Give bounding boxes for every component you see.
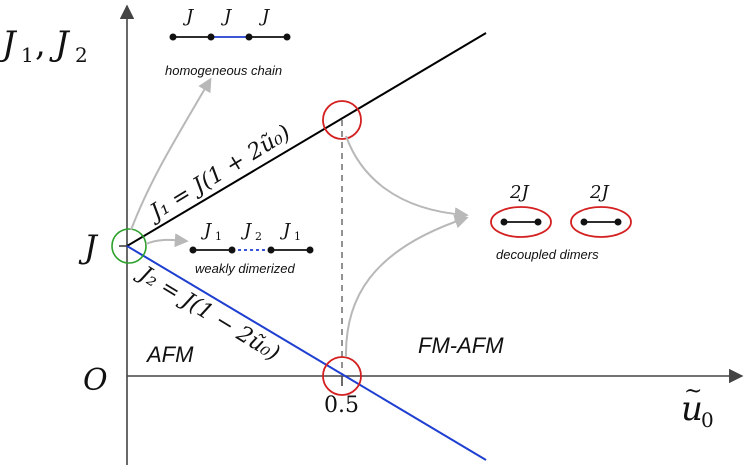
- y-axis-label: J 1 , J 2: [0, 24, 88, 67]
- chain-node: [283, 33, 291, 41]
- x-axis-label: u ~ 0: [681, 379, 714, 432]
- arrow-upper-to-dimers: [345, 135, 469, 222]
- chain-node: [580, 218, 588, 226]
- svg-text:2: 2: [255, 230, 262, 243]
- dimers-caption: decoupled dimers: [496, 247, 599, 262]
- homogeneous-caption: homogeneous chain: [165, 63, 282, 78]
- chain-node: [228, 246, 236, 254]
- svg-text:1: 1: [294, 230, 301, 243]
- origin-label: O: [83, 363, 108, 398]
- decoupled-dimers-inset: 2J 2J decoupled dimers: [490, 182, 632, 262]
- chain-node: [306, 246, 314, 254]
- start-point-circle: [111, 228, 147, 264]
- arrow-to-homogeneous: [130, 77, 212, 231]
- fm-afm-region-label: FM-AFM: [418, 333, 504, 358]
- svg-text:2: 2: [75, 43, 88, 67]
- weakly-label-j1-b: J: [279, 220, 292, 241]
- svg-text:,: ,: [35, 24, 46, 64]
- weakly-label-j2: J: [240, 220, 253, 241]
- arrow-to-weakly-dimerized: [145, 233, 189, 248]
- chain-node: [614, 218, 622, 226]
- j1-equation: J₁ = J(1 + 2ũ₀): [143, 120, 295, 227]
- arrow-lower-to-dimers: [344, 214, 469, 358]
- j2-line: [126, 245, 487, 461]
- homogeneous-label-1: J: [182, 6, 195, 27]
- afm-region-label: AFM: [145, 342, 194, 367]
- svg-text:~: ~: [684, 379, 702, 404]
- chain-node: [207, 33, 215, 41]
- svg-text:J: J: [49, 24, 71, 64]
- svg-text:1: 1: [21, 43, 34, 67]
- dimer-label-b: 2J: [589, 182, 610, 203]
- svg-text:J: J: [0, 24, 18, 64]
- j1-line: [126, 32, 487, 247]
- chain-node: [534, 218, 542, 226]
- homogeneous-label-2: J: [220, 6, 233, 27]
- upper-critical-circle: [322, 100, 362, 140]
- x-tick-label: 0.5: [324, 393, 359, 418]
- chain-node: [189, 246, 197, 254]
- homogeneous-label-3: J: [258, 6, 271, 27]
- svg-text:0: 0: [701, 408, 714, 432]
- weakly-caption: weakly dimerized: [195, 261, 295, 276]
- lower-critical-circle: [322, 356, 362, 396]
- chain-node: [169, 33, 177, 41]
- svg-text:u: u: [681, 389, 703, 429]
- weakly-label-j1-a: J: [200, 220, 213, 241]
- dimer-label-a: 2J: [509, 182, 530, 203]
- homogeneous-chain-inset: J J J homogeneous chain: [165, 6, 291, 78]
- svg-text:1: 1: [215, 230, 222, 243]
- chain-node: [245, 33, 253, 41]
- weakly-dimerized-inset: J 1 J 2 J 1 weakly dimerized: [189, 220, 314, 276]
- j-tick-label: J: [78, 228, 99, 266]
- chain-node: [500, 218, 508, 226]
- chain-node: [267, 246, 275, 254]
